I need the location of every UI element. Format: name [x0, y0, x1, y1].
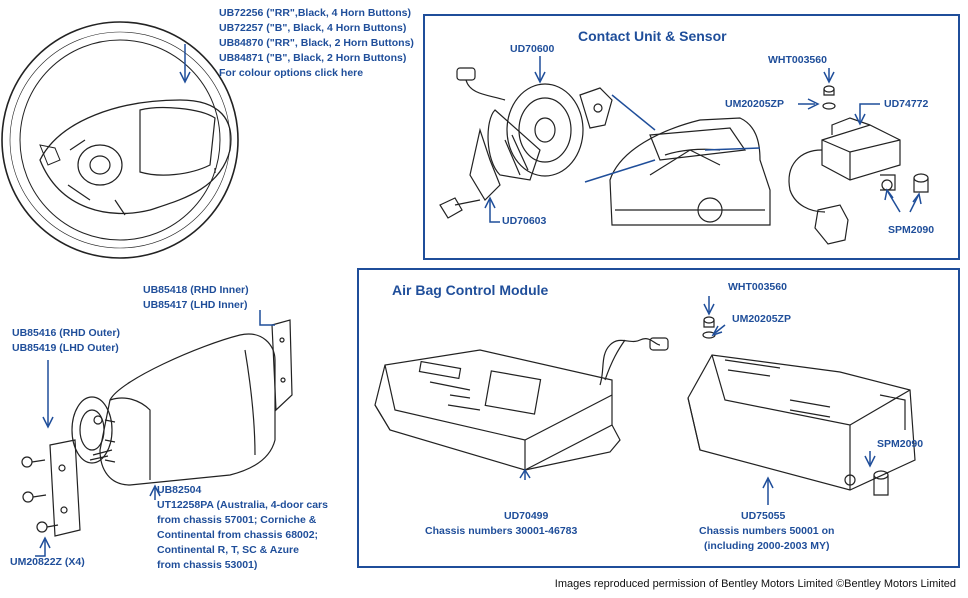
part-spm2090-top[interactable]: SPM2090 — [888, 224, 935, 236]
part-um20205zp-bottom[interactable]: UM20205ZP — [732, 313, 791, 325]
control-module-panel — [357, 268, 960, 568]
part-um20822z[interactable]: UM20822Z (X4) — [10, 556, 85, 568]
part-ub72257: UB72257 ("B", Black, 4 Horn Buttons) — [219, 22, 407, 34]
part-ud70600[interactable]: UD70600 — [510, 43, 555, 55]
part-ub85417[interactable]: UB85417 (LHD Inner) — [143, 299, 248, 311]
part-um20205zp-top[interactable]: UM20205ZP — [725, 98, 784, 110]
ud70499-chassis: Chassis numbers 30001-46783 — [425, 525, 578, 537]
part-ub84871: UB84871 ("B", Black, 2 Horn Buttons) — [219, 52, 407, 64]
control-panel-title: Air Bag Control Module — [392, 282, 549, 298]
part-ub82504[interactable]: UB82504 — [157, 484, 202, 496]
airbag-module-icon — [71, 333, 276, 486]
note-line-4: Continental R, T, SC & Azure — [157, 544, 299, 556]
part-ub85416[interactable]: UB85416 (RHD Outer) — [12, 327, 120, 339]
control-module-icon — [374, 349, 621, 471]
image-credit: Images reproduced permission of Bentley … — [554, 578, 956, 590]
ud75055-chassis: Chassis numbers 50001 on — [699, 525, 835, 537]
part-ub84870: UB84870 ("RR", Black, 2 Horn Buttons) — [219, 37, 414, 49]
connector-icon — [599, 337, 669, 386]
ud75055-note: (including 2000-2003 MY) — [704, 540, 830, 552]
note-line-1: UT12258PA (Australia, 4-door cars — [157, 499, 328, 511]
part-ud75055[interactable]: UD75055 — [741, 510, 786, 522]
part-ub72256: UB72256 ("RR",Black, 4 Horn Buttons) — [219, 7, 411, 19]
control-module-icon-2 — [687, 316, 916, 496]
part-ub85418[interactable]: UB85418 (RHD Inner) — [143, 284, 249, 296]
contact-panel-title: Contact Unit & Sensor — [578, 28, 727, 44]
car-icon — [609, 117, 771, 226]
part-ud70499[interactable]: UD70499 — [504, 510, 549, 522]
part-ud70603[interactable]: UD70603 — [502, 215, 547, 227]
note-line-3: Continental from chassis 68002; — [157, 529, 319, 541]
note-line-5: from chassis 53001) — [157, 559, 258, 571]
note-line-2: from chassis 57001; Corniche & — [157, 514, 317, 526]
steering-wheel-icon — [1, 21, 239, 259]
part-spm2090-bottom[interactable]: SPM2090 — [877, 438, 924, 450]
part-wht003560-top[interactable]: WHT003560 — [768, 54, 827, 66]
colour-options-link[interactable]: For colour options click here — [219, 67, 364, 79]
contact-unit-panel — [423, 14, 960, 260]
contact-unit-icon — [439, 67, 613, 219]
bracket-icon — [49, 319, 293, 537]
part-ub85419[interactable]: UB85419 (LHD Outer) — [12, 342, 119, 354]
leader-lines — [35, 44, 922, 557]
bolt-icon — [21, 449, 113, 533]
part-wht003560-bottom[interactable]: WHT003560 — [728, 281, 787, 293]
part-ud74772[interactable]: UD74772 — [884, 98, 929, 110]
